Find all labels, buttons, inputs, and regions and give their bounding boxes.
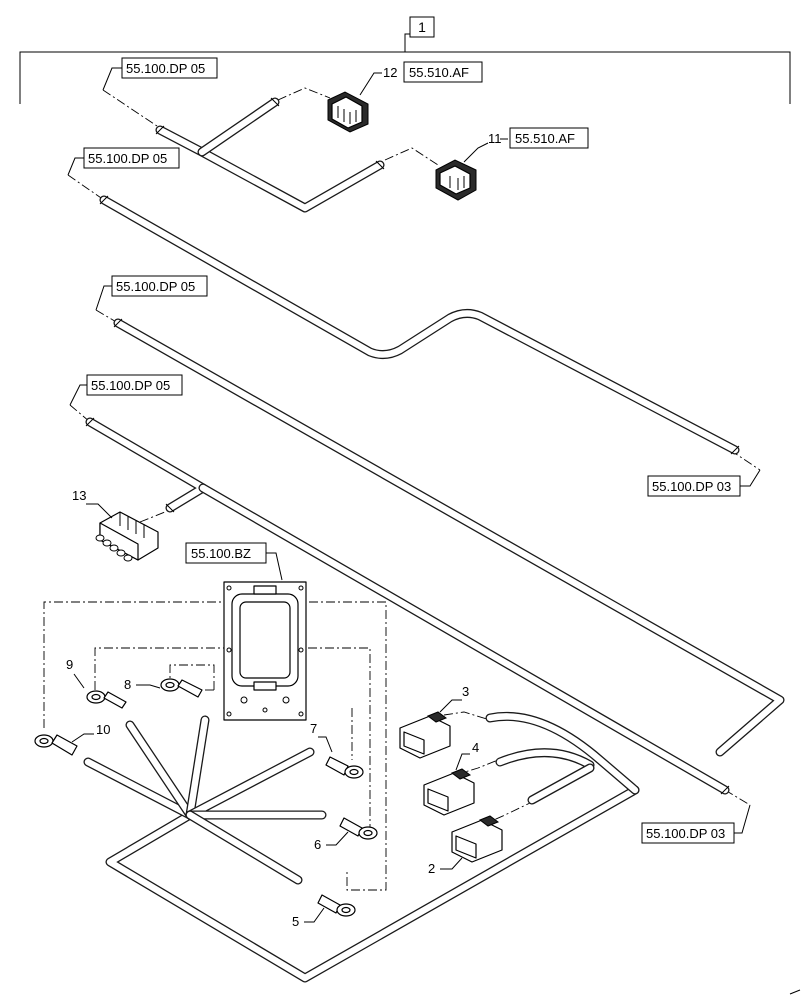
ref-box-6[interactable]: 55.100.DP 03 <box>641 804 751 844</box>
ref-label: 55.100.DP 05 <box>91 378 170 393</box>
ref-label: 55.100.DP 05 <box>116 279 195 294</box>
assembly-bracket: 1 <box>19 16 791 104</box>
terminal-10[interactable]: 10 <box>34 722 110 756</box>
terminal-8[interactable]: 8 <box>124 677 203 698</box>
ref-label: 55.510.AF <box>515 131 575 146</box>
callout-6: 6 <box>314 837 321 852</box>
callout-10: 10 <box>96 722 110 737</box>
ref-box-8[interactable]: 55.510.AF <box>509 127 589 149</box>
ref-label: 55.100.BZ <box>191 546 251 561</box>
assembly-item-number: 1 <box>418 19 426 35</box>
terminal-5[interactable]: 5 <box>292 894 356 929</box>
wire-end-caps <box>85 97 740 795</box>
ref-label: 55.100.DP 03 <box>646 826 725 841</box>
callout-4: 4 <box>472 740 479 755</box>
dash-dot-lines <box>43 87 761 891</box>
ref-label: 55.510.AF <box>409 65 469 80</box>
callout-3: 3 <box>462 684 469 699</box>
callout-13: 13 <box>72 488 86 503</box>
terminal-6[interactable]: 6 <box>314 817 378 852</box>
callout-2: 2 <box>428 861 435 876</box>
callout-7: 7 <box>310 721 317 736</box>
connector-11[interactable]: 11 <box>435 131 508 201</box>
connector-3[interactable]: 3 <box>399 684 469 759</box>
connector-13[interactable]: 13 <box>72 488 159 562</box>
ref-box-7[interactable]: 55.510.AF <box>403 61 483 83</box>
ref-label: 55.100.DP 03 <box>652 479 731 494</box>
callout-8: 8 <box>124 677 131 692</box>
ref-box-5[interactable]: 55.100.DP 03 <box>647 469 761 497</box>
callout-9: 9 <box>66 657 73 672</box>
connector-4[interactable]: 4 <box>423 740 479 816</box>
ref-box-3[interactable]: 55.100.DP 05 <box>95 275 208 311</box>
harness-wires <box>83 97 785 983</box>
callout-5: 5 <box>292 914 299 929</box>
callout-12: 12 <box>383 65 397 80</box>
ref-box-1[interactable]: 55.100.DP 05 <box>102 57 218 91</box>
corner-mark <box>789 989 801 995</box>
terminal-9[interactable]: 9 <box>66 657 127 709</box>
ref-box-2[interactable]: 55.100.DP 05 <box>67 147 180 176</box>
mounting-plate[interactable] <box>223 581 307 721</box>
ref-box-4[interactable]: 55.100.DP 05 <box>69 374 183 406</box>
callout-11: 11 <box>488 131 502 146</box>
ref-label: 55.100.DP 05 <box>126 61 205 76</box>
ref-label: 55.100.DP 05 <box>88 151 167 166</box>
connector-2[interactable]: 2 <box>428 815 503 876</box>
ref-box-9[interactable]: 55.100.BZ <box>185 542 283 581</box>
terminal-7[interactable]: 7 <box>310 721 364 779</box>
connector-12[interactable]: 12 <box>327 65 397 133</box>
